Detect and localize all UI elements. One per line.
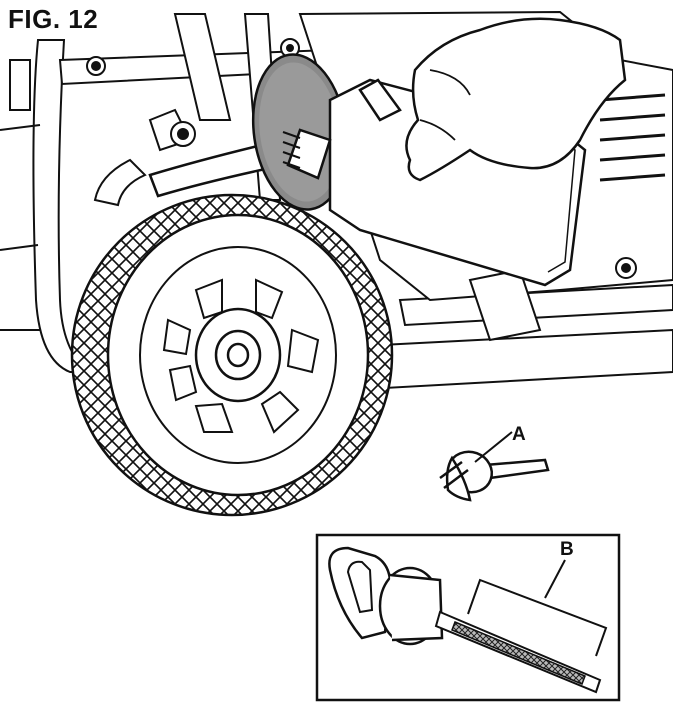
leader-line-a — [474, 431, 513, 463]
dipstick-cap-a — [439, 450, 550, 502]
wheel — [70, 193, 394, 517]
figure-title: FIG. 12 — [8, 4, 99, 34]
callout-b: B — [560, 539, 574, 560]
callout-a: A — [512, 424, 526, 445]
dipstick-inset — [315, 533, 621, 702]
hand — [405, 17, 627, 182]
